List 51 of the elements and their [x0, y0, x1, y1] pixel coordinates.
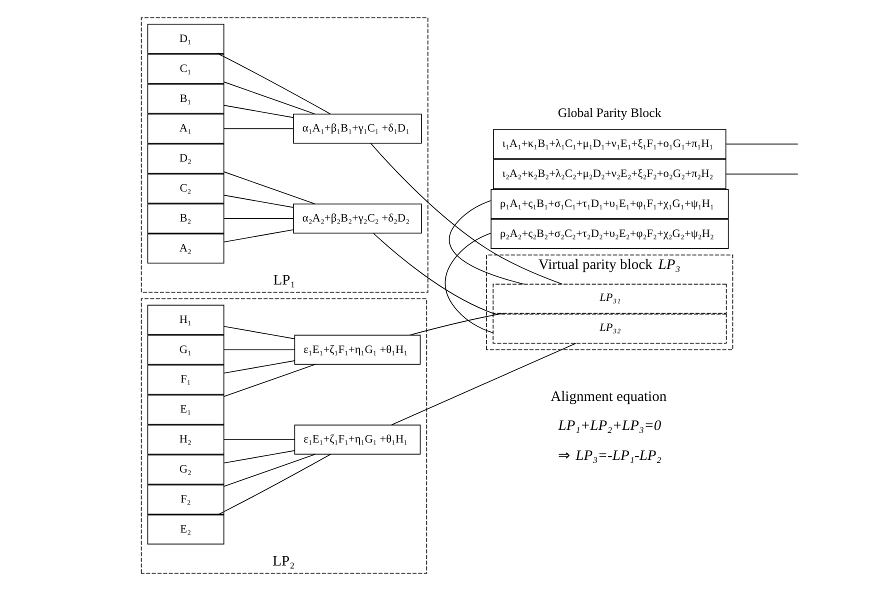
node-box: ε₁E₁+ζ₁F₁+η₁G₁ +θ₁H₁	[294, 334, 421, 365]
connector	[224, 360, 296, 374]
connector	[370, 143, 563, 284]
connector	[449, 200, 524, 284]
label: Alignment equation	[550, 389, 667, 406]
node-box: G₁	[147, 334, 224, 365]
node-box: E₂	[147, 514, 224, 544]
connector	[224, 171, 316, 204]
connector	[224, 218, 294, 219]
label: LP₁+LP₂+LP₃=0	[558, 418, 662, 434]
connector	[224, 128, 294, 130]
connector	[224, 450, 296, 464]
connector	[224, 326, 296, 340]
node-box: B₂	[147, 204, 224, 234]
connector	[217, 53, 332, 114]
node-box: A₁	[147, 114, 224, 144]
node-box: ρ₁A₁+ς₁B₁+σ₁C₁+τ₁D₁+υ₁E₁+φ₁F₁+χ₁G₁+ψ₁H₁	[490, 189, 729, 219]
node-box: C₁	[147, 54, 224, 84]
node-box: B₁	[147, 84, 224, 114]
connector	[224, 364, 316, 397]
node-box: D₁	[147, 24, 224, 54]
node-box: E₁	[147, 394, 224, 425]
node-box: H₂	[147, 424, 224, 455]
label: ⇒ LP₃=-LP₁-LP₂	[558, 448, 662, 464]
connector	[372, 232, 496, 314]
node-box: ι₁A₁+κ₁B₁+λ₁C₁+μ₁D₁+ν₁E₁+ξ₁F₁+o₁G₁+π₁H₁	[493, 129, 726, 160]
node-box: α₁A₁+β₁B₁+γ₁C₁ +δ₁D₁	[293, 114, 422, 144]
node-box: ι₂A₂+κ₂B₂+λ₂C₂+μ₂D₂+ν₂E₂+ξ₂F₂+o₂G₂+π₂H₂	[493, 159, 726, 190]
connector	[224, 194, 294, 208]
node-box: H₁	[147, 304, 224, 335]
connector	[409, 312, 504, 336]
node-box: A₂	[147, 234, 224, 264]
node-box: C₂	[147, 174, 224, 204]
connector	[444, 232, 494, 334]
connector	[224, 82, 316, 115]
node-box: ε₁E₁+ζ₁F₁+η₁G₁ +θ₁H₁	[294, 424, 421, 455]
node-box: F₁	[147, 364, 224, 395]
connector	[224, 454, 316, 487]
node-box: D₂	[147, 144, 224, 174]
node-box: F₂	[147, 484, 224, 515]
node-box: G₂	[147, 454, 224, 485]
connector	[224, 229, 294, 242]
node-box: LP₃₂	[492, 314, 727, 344]
connector	[224, 104, 294, 118]
connector	[224, 439, 296, 440]
node-box: α₂A₂+β₂B₂+γ₂C₂ +δ₂D₂	[293, 204, 422, 234]
connector	[224, 349, 296, 350]
node-box: LP₃₁	[492, 284, 727, 314]
node-box: ρ₂A₂+ς₂B₂+σ₂C₂+τ₂D₂+υ₂E₂+φ₂F₂+χ₂G₂+ψ₂H₂	[490, 218, 729, 249]
connector	[217, 454, 332, 516]
label: Global Parity Block	[558, 105, 662, 120]
